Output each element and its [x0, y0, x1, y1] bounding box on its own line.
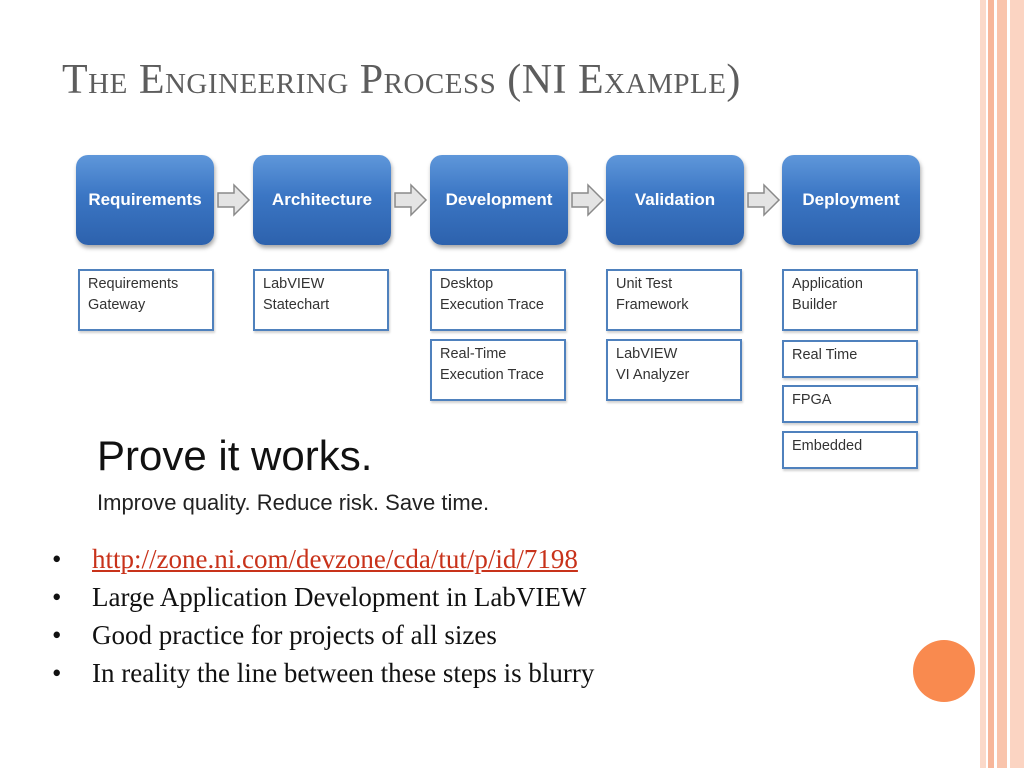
stage-label: Deployment	[802, 190, 900, 209]
tool-label: LabVIEW VI Analyzer	[616, 346, 690, 383]
tool-box: Requirements Gateway	[78, 269, 214, 331]
stripe	[1007, 0, 1010, 768]
list-item: • In reality the line between these steps…	[52, 654, 594, 692]
tagline: Prove it works.	[97, 432, 373, 479]
tool-box: Embedded	[782, 431, 918, 469]
subtagline: Improve quality. Reduce risk. Save time.	[97, 490, 490, 515]
stage-development: Development	[430, 155, 568, 245]
tool-label: Application Builder	[792, 276, 863, 313]
tool-box: Real Time	[782, 340, 918, 378]
bullet-dot-icon: •	[52, 582, 62, 612]
arrow-right-icon	[571, 183, 605, 217]
process-diagram: Requirements Architecture Development Va…	[70, 150, 930, 530]
arrow-right-icon	[217, 183, 251, 217]
stage-validation: Validation	[606, 155, 744, 245]
tool-label: FPGA	[792, 392, 832, 408]
bullet-text: Good practice for projects of all sizes	[92, 620, 497, 650]
list-item: • Large Application Development in LabVIE…	[52, 578, 594, 616]
orange-circle-icon	[913, 640, 975, 702]
stripe	[988, 0, 994, 768]
tool-box: LabVIEW Statechart	[253, 269, 389, 331]
bullet-text: In reality the line between these steps …	[92, 658, 595, 688]
bullet-text: Large Application Development in LabVIEW	[92, 582, 587, 612]
slide-title: The Engineering Process (NI Example)	[62, 57, 741, 103]
bullet-dot-icon: •	[52, 658, 62, 688]
tool-label: Unit Test Framework	[616, 276, 689, 313]
bullet-list: • http://zone.ni.com/devzone/cda/tut/p/id…	[52, 540, 594, 692]
tool-label: Real Time	[792, 347, 858, 363]
tool-label: Requirements Gateway	[88, 276, 179, 313]
tool-box: Application Builder	[782, 269, 918, 331]
tool-label: Desktop Execution Trace	[440, 276, 544, 313]
tool-box: LabVIEW VI Analyzer	[606, 339, 742, 401]
stage-architecture: Architecture	[253, 155, 391, 245]
stage-label: Requirements	[88, 190, 202, 209]
arrow-right-icon	[394, 183, 428, 217]
tool-box: Real-Time Execution Trace	[430, 339, 566, 401]
tool-box: FPGA	[782, 385, 918, 423]
list-item: • Good practice for projects of all sizes	[52, 616, 594, 654]
bullet-dot-icon: •	[52, 544, 62, 574]
stage-label: Architecture	[271, 190, 373, 209]
tool-label: Embedded	[792, 438, 863, 454]
stage-requirements: Requirements	[76, 155, 214, 245]
stripe	[986, 0, 988, 768]
arrow-right-icon	[747, 183, 781, 217]
list-item: • http://zone.ni.com/devzone/cda/tut/p/id…	[52, 540, 594, 578]
tool-box: Unit Test Framework	[606, 269, 742, 331]
tool-label: LabVIEW Statechart	[263, 276, 330, 313]
stage-deployment: Deployment	[782, 155, 920, 245]
stage-label: Validation	[634, 190, 716, 209]
tool-box: Desktop Execution Trace	[430, 269, 566, 331]
reference-link[interactable]: http://zone.ni.com/devzone/cda/tut/p/id/…	[92, 544, 578, 574]
stripe	[994, 0, 997, 768]
stripe	[997, 0, 1007, 768]
stripe	[980, 0, 986, 768]
stripe	[1010, 0, 1024, 768]
bullet-dot-icon: •	[52, 620, 62, 650]
stage-label: Development	[445, 190, 553, 209]
tool-label: Real-Time Execution Trace	[440, 346, 544, 383]
